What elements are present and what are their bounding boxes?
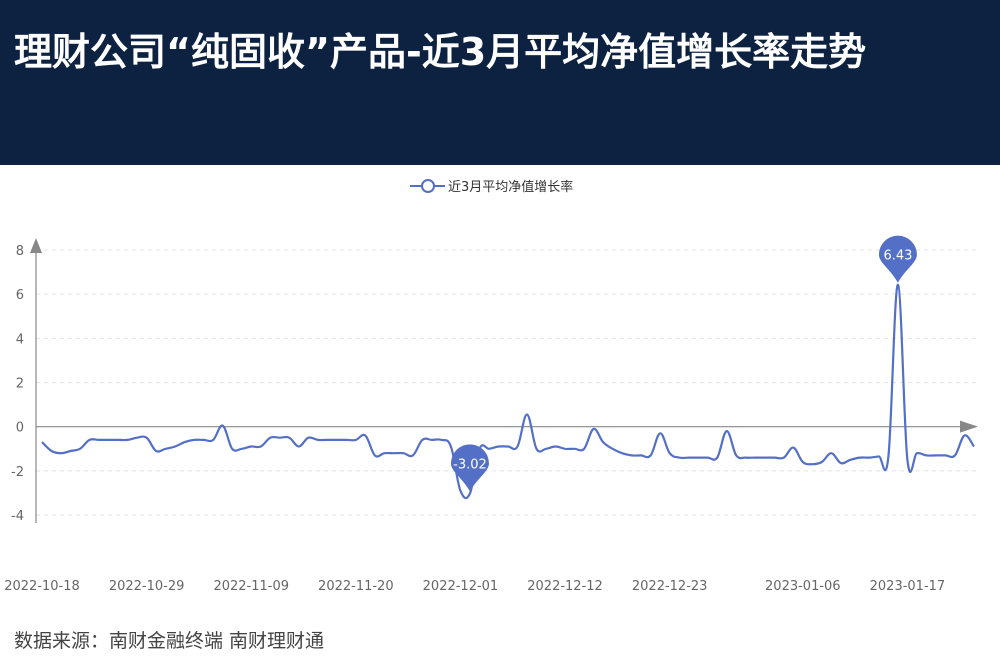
line-chart: -4 -2 0 2 4 6 8 2022-10-18 2022-10-29 2022-11-09 2… bbox=[4, 179, 980, 594]
legend-label: 近3月平均净值增长率 bbox=[448, 179, 573, 195]
min-value-label: -3.02 bbox=[453, 457, 487, 472]
y-tick-label: 6 bbox=[16, 288, 24, 303]
min-value-pin bbox=[450, 444, 489, 492]
x-tick-label: 2022-12-23 bbox=[632, 579, 708, 594]
y-tick-label: 2 bbox=[16, 377, 24, 392]
x-tick-label: 2022-10-18 bbox=[4, 579, 80, 594]
x-axis-arrow bbox=[960, 420, 978, 433]
max-value-pin bbox=[878, 235, 917, 283]
x-tick-label: 2022-11-09 bbox=[213, 579, 289, 594]
y-tick-label: 8 bbox=[16, 244, 24, 259]
x-tick-label: 2022-12-12 bbox=[527, 579, 603, 594]
data-source-note: 数据来源：南财金融终端 南财理财通 bbox=[14, 630, 325, 652]
legend-marker bbox=[421, 179, 435, 193]
series-line bbox=[41, 283, 975, 500]
y-tick-label: 4 bbox=[16, 332, 24, 347]
chart-area: -4 -2 0 2 4 6 8 2022-10-18 2022-10-29 2022-11-09 2… bbox=[0, 165, 1000, 605]
y-axis-arrow bbox=[30, 238, 42, 253]
y-tick-label: 0 bbox=[16, 421, 24, 436]
x-tick-label: 2023-01-06 bbox=[765, 579, 841, 594]
y-tick-label: -2 bbox=[11, 465, 24, 480]
x-tick-label: 2023-01-17 bbox=[870, 579, 946, 594]
x-tick-label: 2022-10-29 bbox=[109, 579, 185, 594]
title-banner: 理财公司“纯固收”产品-近3月平均净值增长率走势 bbox=[0, 0, 1000, 165]
max-value-label: 6.43 bbox=[883, 249, 912, 264]
y-tick-label: -4 bbox=[11, 509, 24, 524]
x-tick-label: 2022-12-01 bbox=[423, 579, 499, 594]
x-tick-label: 2022-11-20 bbox=[318, 579, 394, 594]
page-title: 理财公司“纯固收”产品-近3月平均净值增长率走势 bbox=[14, 30, 867, 74]
